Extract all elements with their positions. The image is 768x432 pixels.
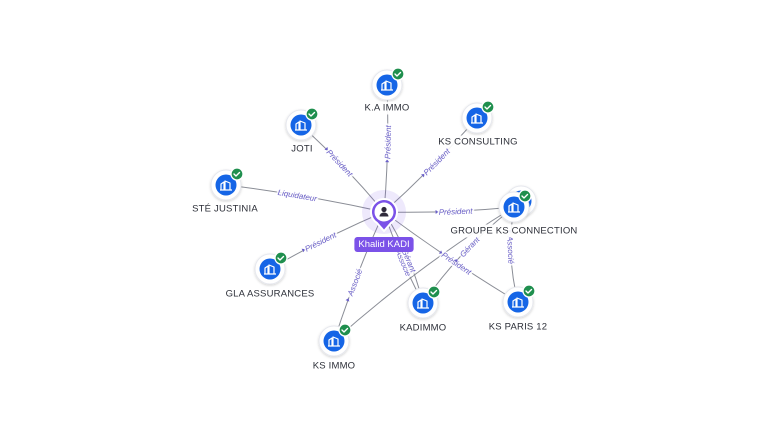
company-node-ste-justinia[interactable]: STÉ JUSTINIA — [189, 167, 262, 216]
nodes-layer: K.A IMMO KS CONSULTING JOTI STÉ JUSTINIA GRO… — [189, 67, 581, 373]
edge-arrow-icon — [435, 209, 439, 214]
company-node-ks-immo[interactable]: KS IMMO — [309, 323, 359, 373]
edge-label: Associé — [346, 267, 365, 298]
center-node[interactable]: Khalid KADI — [354, 190, 414, 252]
edge-label-group: Président — [323, 146, 356, 180]
company-label[interactable]: KS CONSULTING — [438, 137, 518, 148]
edge-arrow-icon — [301, 248, 306, 253]
building-icon — [471, 113, 483, 124]
edge-arrow-icon — [421, 173, 425, 178]
company-label[interactable]: KS PARIS 12 — [489, 322, 548, 333]
center-layer: Khalid KADI — [354, 190, 414, 252]
check-badge-icon — [305, 107, 319, 121]
edge-arrow-icon — [438, 250, 443, 254]
building-icon — [264, 264, 276, 275]
check-badge-icon — [274, 251, 288, 265]
check-badge-icon — [481, 100, 495, 114]
edge-label: Président — [304, 230, 339, 254]
building-icon — [381, 80, 393, 91]
company-label[interactable]: GROUPE KS CONNECTION — [451, 226, 578, 237]
center-name-pill: Khalid KADI — [354, 237, 414, 252]
company-node-ks-consulting[interactable]: KS CONSULTING — [435, 100, 521, 149]
edge-label-group: Associé — [345, 266, 365, 302]
edge-label: Président — [325, 148, 355, 179]
check-badge-icon — [522, 284, 536, 298]
check-badge-icon — [230, 167, 244, 181]
building-icon — [295, 120, 307, 131]
edge-label: Associé — [505, 235, 515, 265]
check-badge-icon — [427, 285, 441, 299]
building-icon — [417, 298, 429, 309]
edge-groupe-ks-connection-ks-immo — [333, 206, 515, 342]
edge-label-group: Président — [383, 123, 394, 163]
edge-arrow-icon — [454, 259, 458, 263]
center-name: Khalid KADI — [358, 239, 409, 250]
edge-label-group: Gérant — [454, 233, 483, 263]
company-label[interactable]: K.A IMMO — [365, 103, 410, 114]
company-node-ka-immo[interactable]: K.A IMMO — [361, 67, 413, 115]
edge-label: Président — [422, 146, 453, 177]
company-label[interactable]: STÉ JUSTINIA — [192, 204, 258, 215]
company-label[interactable]: KS IMMO — [313, 361, 356, 372]
building-icon — [220, 180, 232, 191]
edge-label-group: Président — [421, 145, 454, 178]
company-label[interactable]: KADIMMO — [400, 323, 447, 334]
check-badge-icon — [518, 189, 532, 203]
building-icon — [508, 202, 520, 213]
edge-label-group: Président — [435, 206, 475, 217]
person-icon — [379, 206, 389, 217]
check-badge-icon — [338, 323, 352, 337]
company-label[interactable]: GLA ASSURANCES — [226, 289, 315, 300]
edge-arrow-icon — [324, 146, 329, 151]
company-node-gla-assurances[interactable]: GLA ASSURANCES — [222, 251, 318, 301]
edge-label-group: Président — [301, 229, 340, 255]
building-icon — [512, 297, 524, 308]
edge-label: Liquidateur — [277, 188, 318, 204]
edge-arrow-icon — [345, 298, 350, 302]
edge-label: Président — [439, 207, 474, 217]
edge-arrow-icon — [385, 159, 390, 163]
company-node-ks-paris-12[interactable]: KS PARIS 12 — [485, 284, 551, 334]
edge-label-group: Liquidateur — [276, 187, 319, 204]
company-node-kadimmo[interactable]: KADIMMO — [396, 285, 450, 335]
check-badge-icon — [391, 67, 405, 81]
building-icon — [328, 336, 340, 347]
company-node-joti[interactable]: JOTI — [285, 107, 319, 156]
company-node-groupe-ks-connection[interactable]: GROUPE KS CONNECTION — [447, 185, 581, 238]
company-label[interactable]: JOTI — [291, 144, 312, 155]
edge-label: Président — [383, 124, 393, 159]
